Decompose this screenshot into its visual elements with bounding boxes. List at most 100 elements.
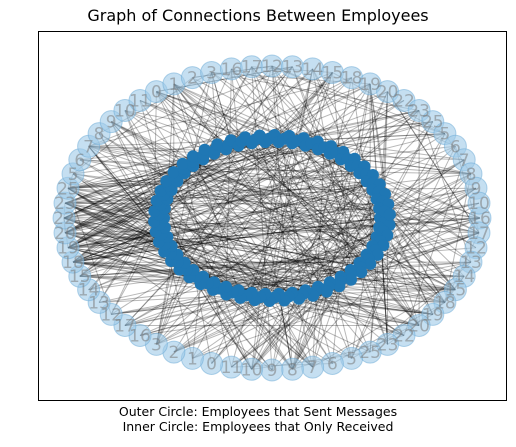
graph-edge <box>303 137 389 345</box>
graph-edge <box>67 176 176 189</box>
graph-edge <box>110 121 371 265</box>
inner-ring-layer <box>148 129 396 307</box>
graph-edge <box>207 133 446 284</box>
graph-edge <box>173 83 242 142</box>
graph-edge <box>184 172 456 291</box>
graph-edge <box>225 173 472 288</box>
graph-edge <box>230 68 331 283</box>
graph-edge <box>173 83 241 299</box>
graph-edge <box>110 121 194 271</box>
graph-edge <box>64 232 367 256</box>
outer-node-label: 10 <box>468 194 490 214</box>
graph-edge <box>251 72 333 370</box>
graph-edge <box>79 217 165 277</box>
graph-edge <box>88 66 293 147</box>
inner-node <box>187 150 199 163</box>
graph-edge <box>110 158 355 315</box>
graph-edge <box>67 189 373 249</box>
graph-edge <box>155 260 172 345</box>
graph-edge <box>72 153 215 263</box>
graph-edge <box>63 163 183 219</box>
graph-edge <box>271 65 376 251</box>
graph-edge <box>317 141 420 326</box>
outer-node-label: 3 <box>151 335 162 355</box>
graph-edge <box>79 159 380 185</box>
outer-node-label: 25 <box>57 179 79 199</box>
graph-edge <box>173 83 340 287</box>
graph-edge <box>79 254 378 277</box>
graph-edge <box>88 145 465 161</box>
graph-edge <box>156 203 389 345</box>
graph-edge <box>67 247 172 262</box>
graph-edge <box>239 297 313 368</box>
graph-edge <box>64 137 304 234</box>
graph-edge <box>379 217 481 228</box>
graph-edge <box>72 182 374 263</box>
outer-node-label: 8 <box>466 165 477 185</box>
graph-edge <box>64 183 380 204</box>
graph-edge <box>173 83 329 288</box>
outer-node-label: 9 <box>471 179 482 199</box>
graph-edge <box>63 217 362 273</box>
graph-edge <box>259 135 314 368</box>
graph-edge <box>64 141 318 204</box>
graph-edge <box>156 91 340 287</box>
graph-edge <box>173 182 374 353</box>
outer-node-label: 23 <box>54 194 76 214</box>
graph-edge <box>340 276 456 291</box>
graph-edge <box>387 91 480 234</box>
graph-edge <box>64 202 361 268</box>
graph-edge <box>177 261 445 303</box>
graph-edge <box>192 261 472 359</box>
graph-edge <box>251 68 314 370</box>
graph-edge <box>154 173 472 212</box>
outer-node-label: 16 <box>469 209 491 229</box>
graph-edge <box>231 68 446 303</box>
graph-edge <box>64 204 161 234</box>
graph-edge <box>63 217 388 236</box>
graph-edge <box>173 159 465 353</box>
graph-edge <box>357 91 389 167</box>
outer-node-label: 18 <box>341 69 363 89</box>
graph-edge <box>124 189 373 326</box>
graph-edge <box>196 261 472 278</box>
graph-edge <box>67 187 352 281</box>
graph-edge <box>170 72 333 262</box>
graph-edge <box>139 300 270 336</box>
graph-edge <box>64 202 405 336</box>
graph-edge <box>67 203 389 249</box>
graph-edge <box>67 187 385 212</box>
graph-edge <box>154 221 480 234</box>
graph-edge <box>156 224 390 345</box>
inner-node <box>160 175 173 188</box>
graph-edge <box>67 172 360 189</box>
graph-edge <box>192 155 446 303</box>
graph-edge <box>88 180 367 291</box>
graph-edge <box>63 172 360 219</box>
graph-edge <box>67 231 156 249</box>
graph-edge <box>67 83 371 189</box>
graph-edge <box>271 65 293 370</box>
graph-edge <box>200 283 253 370</box>
graph-edge <box>283 138 405 336</box>
graph-edge <box>269 83 371 139</box>
graph-edge <box>177 72 333 263</box>
graph-edge <box>182 163 232 368</box>
graph-edge <box>67 224 390 249</box>
graph-edge <box>64 232 179 263</box>
outer-node-label: 22 <box>53 209 75 229</box>
graph-edge <box>211 173 367 364</box>
graph-edge <box>255 139 420 326</box>
inner-node <box>364 257 377 270</box>
outer-node-label: 19 <box>57 239 79 259</box>
inner-node <box>333 280 346 293</box>
graph-edge <box>63 217 172 262</box>
graph-edge <box>269 300 420 326</box>
outer-node-label: 5 <box>68 165 79 185</box>
outer-node-label: 6 <box>74 151 85 171</box>
outer-node-label: 13 <box>88 293 110 313</box>
graph-edge <box>72 231 156 263</box>
graph-edge <box>171 245 433 315</box>
graph-edge <box>72 158 348 263</box>
graph-edge <box>63 217 362 273</box>
